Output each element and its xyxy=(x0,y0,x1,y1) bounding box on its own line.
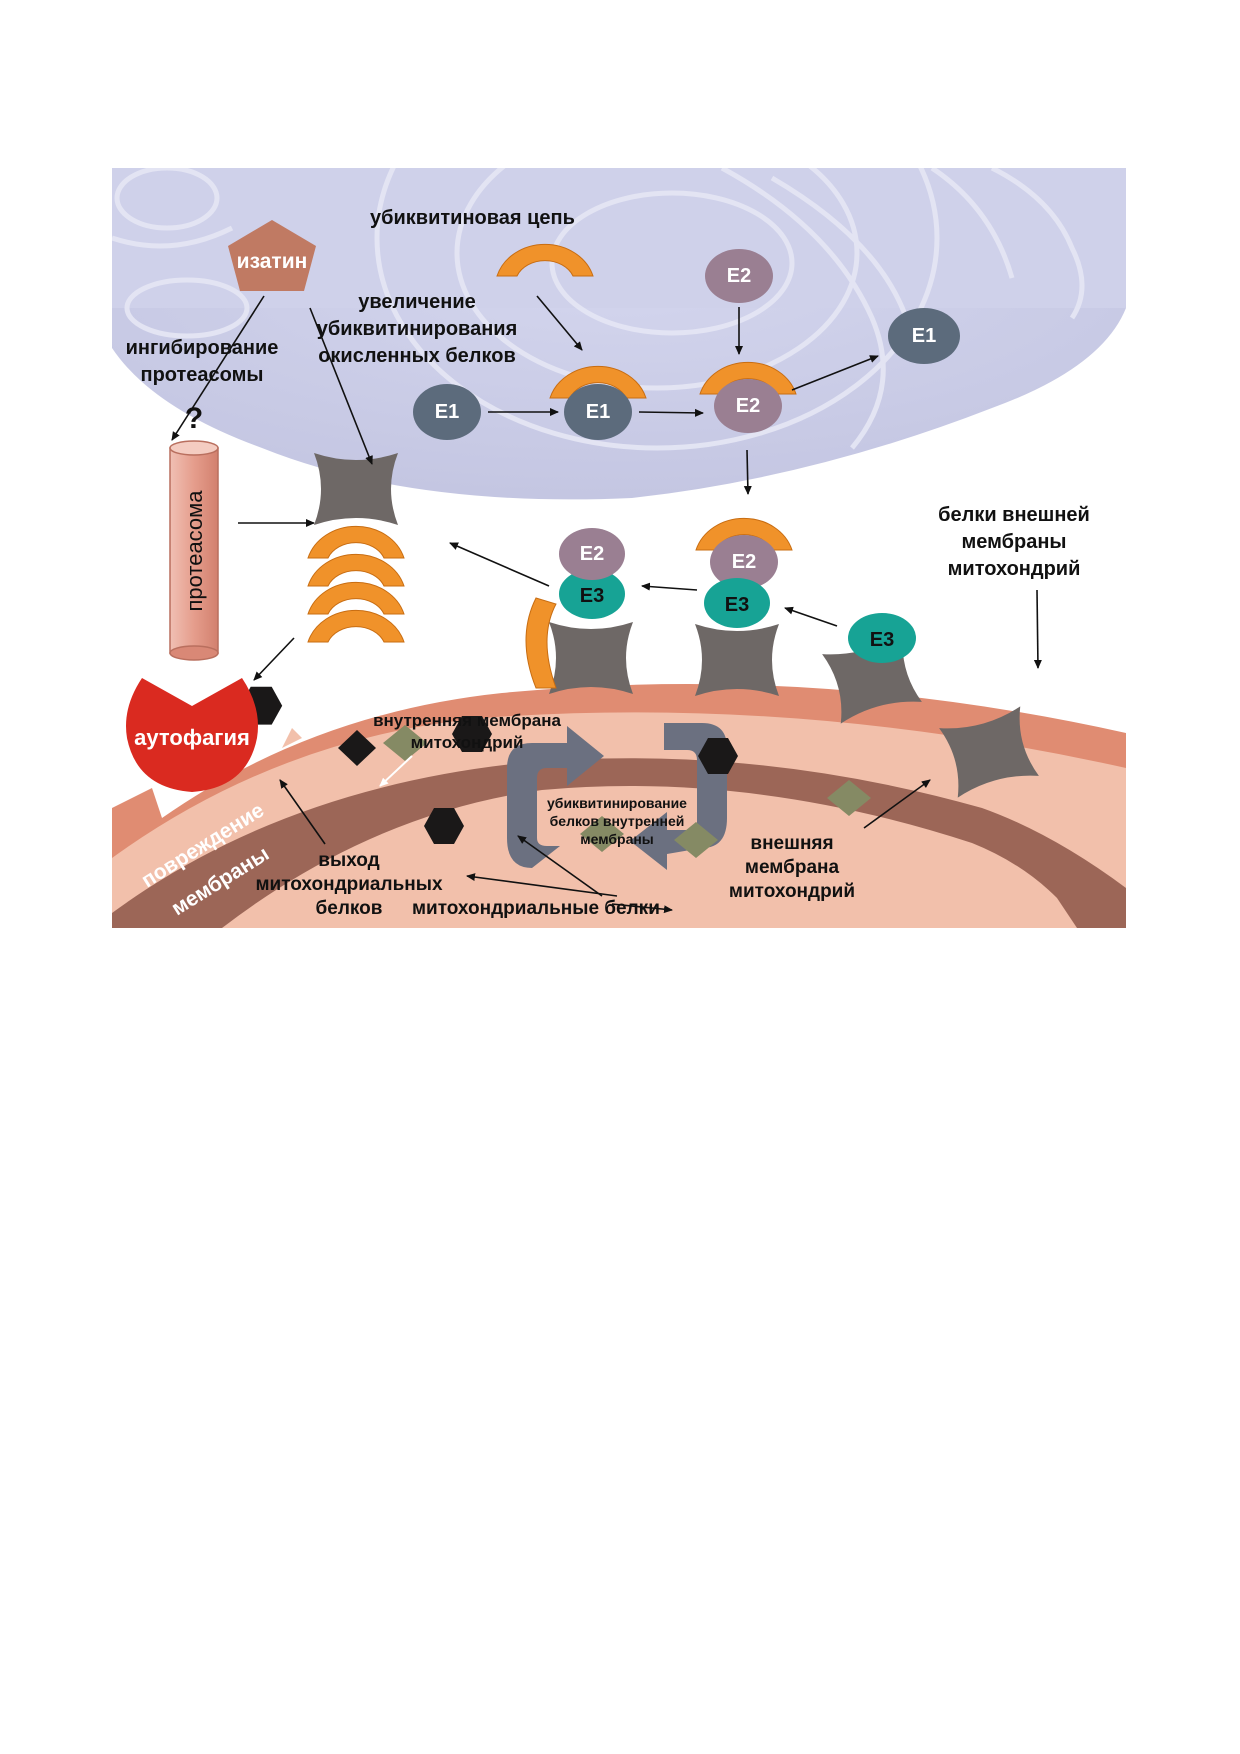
substrate-e3-e2-complex: E3 E2 xyxy=(525,528,633,694)
substrate-e3-complex: E3 xyxy=(695,578,779,696)
proteasome-inhibition-label-line2: протеасомы xyxy=(140,364,263,386)
pathway-arrows xyxy=(171,295,1042,914)
e1-free: E1 xyxy=(413,384,481,440)
mito-protein-hexagon xyxy=(698,738,738,774)
mitochondrion xyxy=(112,684,1126,928)
outer-membrane-label-line1: внешняя xyxy=(750,833,833,854)
svg-text:E3: E3 xyxy=(725,594,749,616)
autophagy-shape: аутофагия xyxy=(126,678,258,792)
mito-protein-diamond xyxy=(338,730,376,766)
e2-top: E2 xyxy=(705,249,773,303)
mito-protein-diamond-olive xyxy=(383,725,427,761)
svg-text:E3: E3 xyxy=(870,629,894,651)
release-proteins-label-line3: белков xyxy=(316,898,383,919)
mito-protein-hexagon xyxy=(452,716,492,752)
e2-ubiquitin-complex: E2 xyxy=(699,361,797,433)
svg-text:E2: E2 xyxy=(732,551,756,573)
svg-text:E1: E1 xyxy=(912,325,936,347)
increase-ubiquitination-label-line2: убиквитинирования xyxy=(317,318,517,340)
question-mark: ? xyxy=(185,402,203,435)
ubiquitin-chain-label: убиквитиновая цепь xyxy=(370,207,575,229)
svg-text:E3: E3 xyxy=(580,585,604,607)
increase-ubiquitination-label-line3: окисленных белков xyxy=(318,345,516,367)
inner-ubiquitination-label-line1: убиквитинирование xyxy=(547,795,687,811)
mito-protein-diamond-olive xyxy=(827,780,871,816)
proteasome-inhibition-label-line1: ингибирование xyxy=(126,337,279,359)
inner-ubiquitination-label-line2: белков внутренней xyxy=(550,813,685,829)
svg-text:E2: E2 xyxy=(727,265,751,287)
mito-protein-hexagon xyxy=(424,808,464,844)
e1-released: E1 xyxy=(888,308,960,364)
svg-text:E1: E1 xyxy=(586,401,610,423)
outer-membrane-proteins-label-line2: мембраны xyxy=(961,531,1066,553)
inner-membrane-label-line1: внутренняя мембрана xyxy=(373,711,561,730)
mito-protein-diamond-olive xyxy=(674,822,718,858)
release-proteins-label-line2: митохондриальных xyxy=(255,874,442,895)
e1-ubiquitin-complex: E1 xyxy=(549,365,647,440)
e2-ubiquitin-complex-lower: E2 xyxy=(695,517,793,589)
svg-text:E1: E1 xyxy=(435,401,459,423)
inner-ubiquitination-label-line3: мембраны xyxy=(580,831,654,847)
svg-text:E2: E2 xyxy=(580,543,604,565)
release-proteins-label-line1: выход xyxy=(318,850,379,871)
autophagy-label: аутофагия xyxy=(134,725,250,750)
outer-membrane-proteins-label-line1: белки внешней xyxy=(938,504,1090,526)
isatin-label: изатин xyxy=(237,250,308,273)
outer-membrane-label-line3: митохондрий xyxy=(729,881,855,902)
isatin-pentagon: изатин xyxy=(228,220,316,291)
outer-membrane-proteins-label-line3: митохондрий xyxy=(948,558,1081,580)
outer-membrane-label-line2: мембрана xyxy=(745,857,840,878)
proteasome-label: протеасома xyxy=(182,490,207,612)
inner-membrane-label-line2: митохондрий xyxy=(411,733,524,752)
mito-proteins-label: митохондриальные белки xyxy=(412,898,660,919)
substrate-e3-right: E3 xyxy=(822,613,922,724)
mito-protein-diamond-olive xyxy=(580,816,624,852)
increase-ubiquitination-label-line1: увеличение xyxy=(358,291,476,313)
ubiquitination-diagram: изатин протеасома аутофагия E1 E1 xyxy=(112,168,1126,928)
svg-text:E2: E2 xyxy=(736,395,760,417)
proteasome-cylinder: протеасома xyxy=(169,440,219,661)
